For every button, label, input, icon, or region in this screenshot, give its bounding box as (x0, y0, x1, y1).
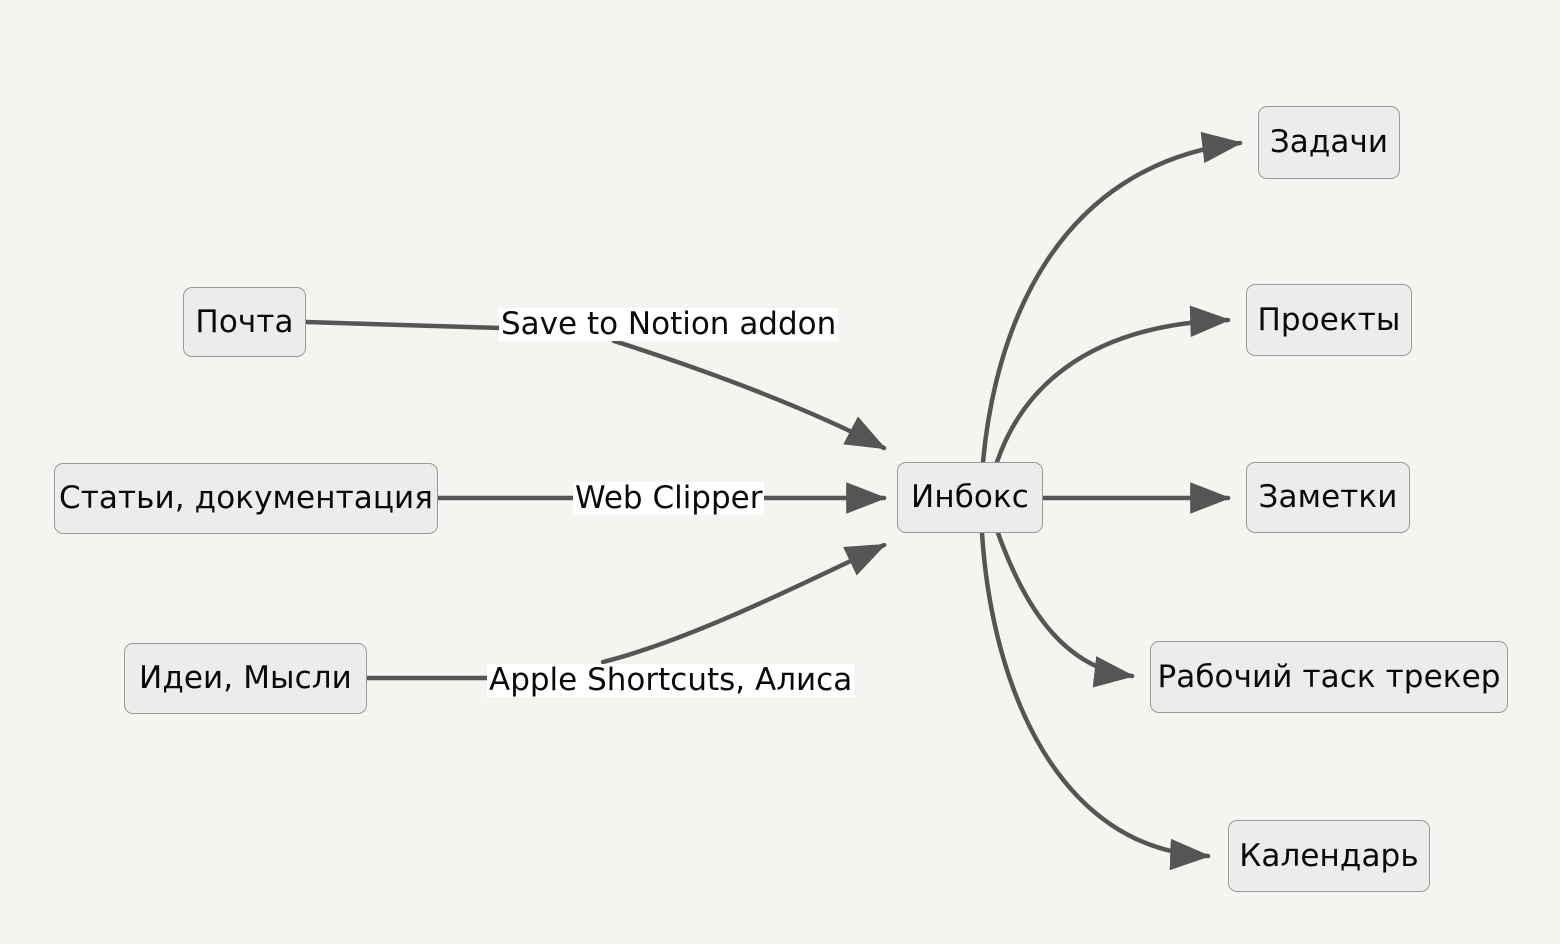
node-source-mail[interactable]: Почта (183, 287, 306, 357)
node-target-work-tracker[interactable]: Рабочий таск трекер (1150, 641, 1508, 713)
edge-label-mail-to-inbox: Save to Notion addon (499, 306, 839, 342)
node-target-notes[interactable]: Заметки (1246, 462, 1410, 533)
edge-label-articles-to-inbox-text: Web Clipper (575, 480, 763, 516)
node-target-calendar-label: Календарь (1239, 837, 1419, 874)
node-source-ideas-label: Идеи, Мысли (139, 660, 352, 696)
node-source-ideas[interactable]: Идеи, Мысли (124, 643, 367, 714)
node-target-notes-label: Заметки (1258, 479, 1398, 515)
edge-inbox-to-work-tracker (995, 530, 1135, 688)
node-source-mail-label: Почта (195, 303, 294, 340)
edge-label-ideas-to-inbox-text: Apple Shortcuts, Алиса (489, 662, 853, 698)
node-target-projects-label: Проекты (1257, 301, 1401, 338)
node-target-calendar[interactable]: Календарь (1228, 820, 1430, 892)
edge-inbox-to-calendar (979, 530, 1211, 871)
node-target-work-tracker-label: Рабочий таск трекер (1157, 658, 1501, 695)
edge-label-articles-to-inbox: Web Clipper (573, 480, 765, 516)
edge-label-mail-to-inbox-text: Save to Notion addon (501, 306, 837, 342)
edge-mail-to-inbox-segment2 (611, 338, 887, 451)
edge-label-ideas-to-inbox: Apple Shortcuts, Алиса (487, 662, 855, 698)
edge-inbox-to-tasks (980, 131, 1243, 465)
edge-ideas-to-inbox-segment2 (600, 542, 887, 665)
node-target-tasks[interactable]: Задачи (1258, 106, 1400, 179)
node-target-projects[interactable]: Проекты (1246, 284, 1412, 356)
node-hub-inbox[interactable]: Инбокс (897, 462, 1043, 533)
node-hub-inbox-label: Инбокс (911, 479, 1029, 515)
node-target-tasks-label: Задачи (1269, 124, 1389, 160)
edge-inbox-to-projects (994, 305, 1231, 465)
node-source-articles-label: Статьи, документация (58, 480, 434, 516)
node-source-articles[interactable]: Статьи, документация (54, 463, 438, 534)
